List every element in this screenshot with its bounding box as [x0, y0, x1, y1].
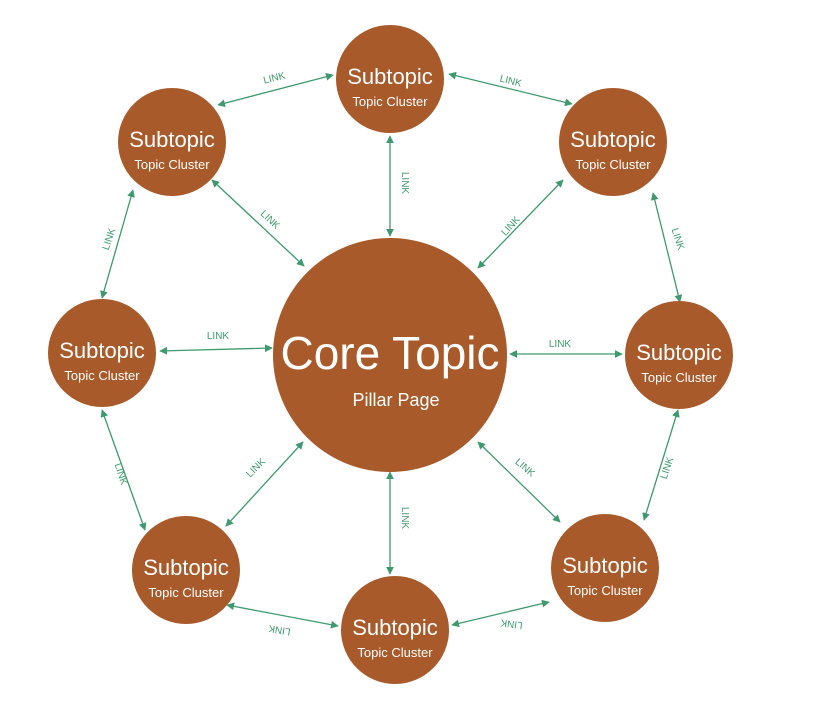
- subtopic-subtitle: Topic Cluster: [567, 583, 643, 598]
- subtopic-title: Subtopic: [636, 340, 722, 365]
- subtopic-circle: [559, 88, 667, 196]
- subtopic-node-bottom-left: Subtopic Topic Cluster: [132, 516, 240, 624]
- subtopic-subtitle: Topic Cluster: [134, 157, 210, 172]
- core-topic-subtitle: Pillar Page: [352, 390, 439, 410]
- link-arrow: [650, 192, 683, 303]
- core-topic-circle: [273, 238, 507, 472]
- link-label: LINK: [669, 227, 686, 252]
- link-arrow: [642, 409, 680, 521]
- subtopic-title: Subtopic: [352, 615, 438, 640]
- subtopic-title: Subtopic: [562, 553, 648, 578]
- subtopic-node-top-left: Subtopic Topic Cluster: [118, 88, 226, 196]
- subtopic-title: Subtopic: [347, 64, 433, 89]
- link-label: LINK: [207, 331, 230, 342]
- link-arrow: [100, 189, 135, 299]
- core-topic-node: Core Topic Pillar Page: [273, 238, 507, 472]
- subtopic-node-bottom-right: Subtopic Topic Cluster: [551, 514, 659, 622]
- link-label: LINK: [513, 457, 537, 480]
- subtopic-subtitle: Topic Cluster: [641, 370, 717, 385]
- subtopic-circle: [341, 576, 449, 684]
- link-label: LINK: [244, 456, 268, 480]
- subtopic-title: Subtopic: [570, 127, 656, 152]
- link-label: LINK: [500, 214, 523, 238]
- link-arrow: [226, 602, 339, 629]
- link-arrow: [100, 409, 147, 531]
- link-label: LINK: [549, 339, 572, 350]
- subtopic-subtitle: Topic Cluster: [352, 94, 428, 109]
- subtopic-subtitle: Topic Cluster: [575, 157, 651, 172]
- link-label: LINK: [262, 70, 287, 86]
- subtopic-circle: [48, 299, 156, 407]
- link-arrow: [225, 441, 304, 527]
- link-label: LINK: [258, 209, 282, 232]
- subtopic-subtitle: Topic Cluster: [64, 368, 140, 383]
- subtopic-subtitle: Topic Cluster: [357, 645, 433, 660]
- link-label: LINK: [267, 622, 291, 637]
- subtopic-circle: [551, 514, 659, 622]
- link-arrow: [477, 179, 564, 269]
- link-arrow: [211, 179, 305, 267]
- subtopic-circle: [118, 88, 226, 196]
- link-arrow: [477, 441, 561, 523]
- subtopic-node-left: Subtopic Topic Cluster: [48, 299, 156, 407]
- subtopic-node-top: Subtopic Topic Cluster: [336, 25, 444, 133]
- link-label: LINK: [659, 456, 676, 481]
- link-label: LINK: [498, 74, 523, 90]
- link-label: LINK: [112, 462, 129, 487]
- link-label: LINK: [399, 507, 410, 530]
- nodes-layer: Core Topic Pillar Page Subtopic Topic Cl…: [48, 25, 733, 684]
- subtopic-circle: [625, 301, 733, 409]
- link-label: LINK: [500, 616, 524, 630]
- subtopic-circle: [132, 516, 240, 624]
- subtopic-title: Subtopic: [143, 555, 229, 580]
- subtopic-node-top-right: Subtopic Topic Cluster: [559, 88, 667, 196]
- link-arrow: [217, 72, 334, 108]
- link-arrow: [451, 599, 550, 628]
- subtopic-node-bottom: Subtopic Topic Cluster: [341, 576, 449, 684]
- subtopic-title: Subtopic: [59, 338, 145, 363]
- core-topic-title: Core Topic: [280, 327, 499, 379]
- subtopic-circle: [336, 25, 444, 133]
- subtopic-title: Subtopic: [129, 127, 215, 152]
- subtopic-subtitle: Topic Cluster: [148, 585, 224, 600]
- links-layer: LINK LINK LINK LINK LINK LINK LINK LINK LINK LINK…: [100, 70, 686, 637]
- link-arrow: [448, 71, 573, 107]
- link-label: LINK: [399, 172, 410, 195]
- subtopic-node-right: Subtopic Topic Cluster: [625, 301, 733, 409]
- link-arrow: [159, 344, 273, 355]
